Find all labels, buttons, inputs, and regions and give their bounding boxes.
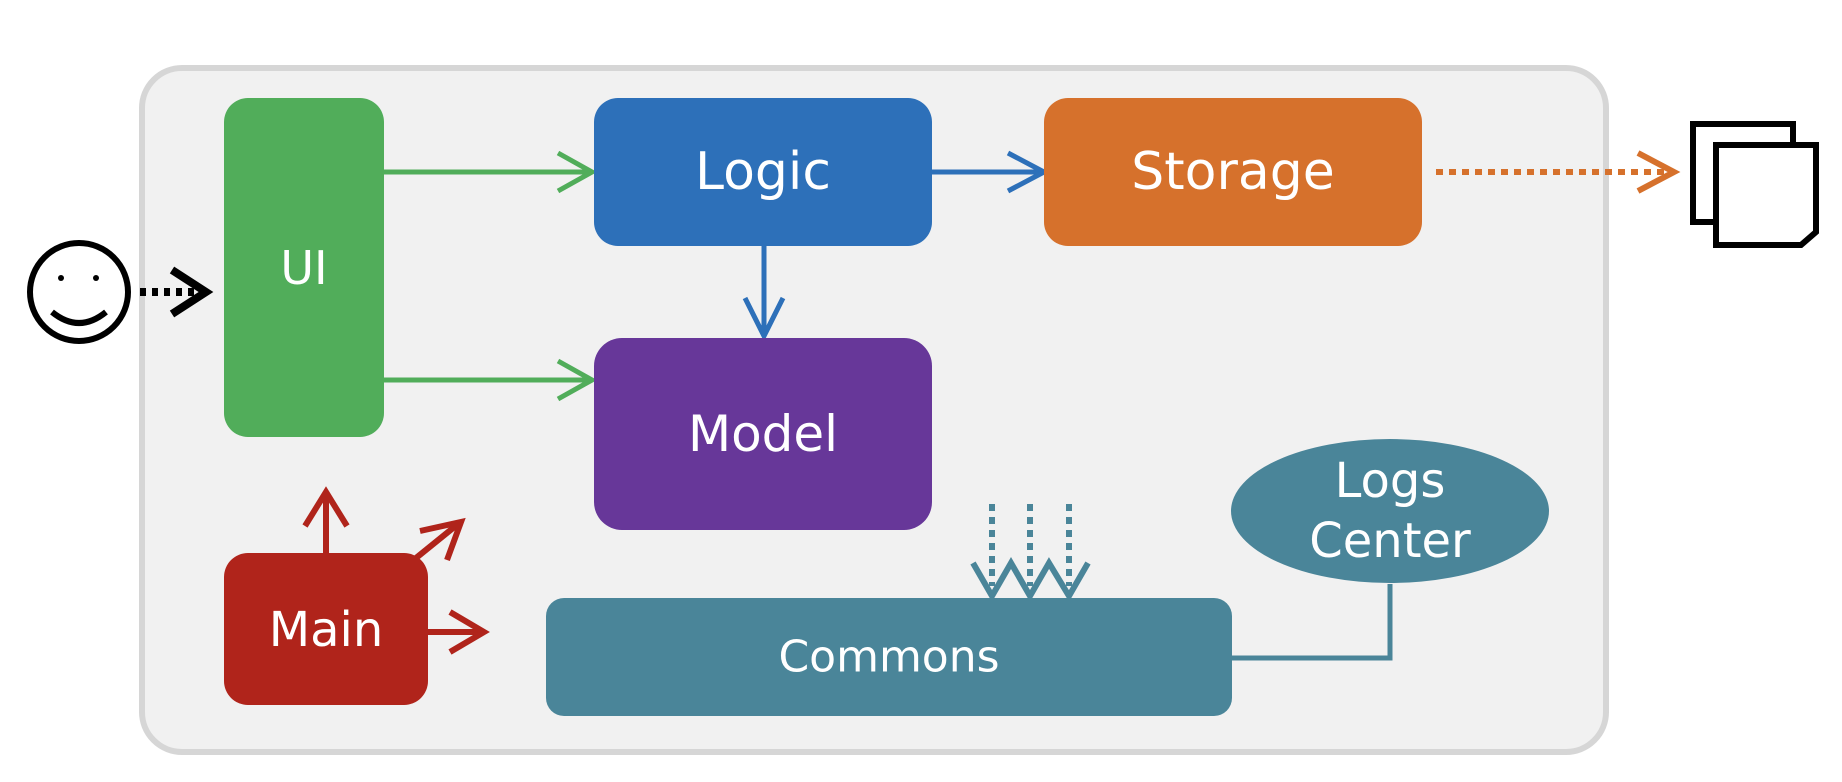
model-label: Model [688, 405, 838, 463]
logs-center-component: Logs Center [1231, 439, 1549, 583]
model-component: Model [594, 338, 932, 530]
storage-to-file-arrow [1436, 150, 1681, 194]
ui-to-logic-arrow [384, 150, 598, 194]
logic-to-model-arrow [742, 244, 786, 342]
logic-component: Logic [594, 98, 932, 246]
ui-label: UI [280, 241, 327, 295]
main-label: Main [269, 602, 384, 658]
main-component: Main [224, 553, 428, 705]
logs-center-label-line1: Logs [1335, 453, 1446, 509]
logic-label: Logic [695, 142, 831, 202]
user-to-ui-arrow [140, 266, 214, 318]
storage-component: Storage [1044, 98, 1422, 246]
stacked-files-icon [1690, 121, 1819, 248]
ui-component: UI [224, 98, 384, 437]
logs-center-label-line2: Center [1309, 513, 1471, 569]
commons-incoming-arrows [970, 504, 1091, 603]
commons-label: Commons [778, 632, 999, 683]
commons-logs-connector [1232, 584, 1393, 661]
smiley-icon [27, 240, 131, 344]
main-arrows [302, 486, 490, 655]
ui-to-model-arrow [384, 358, 598, 402]
storage-label: Storage [1131, 142, 1334, 202]
commons-component: Commons [546, 598, 1232, 716]
